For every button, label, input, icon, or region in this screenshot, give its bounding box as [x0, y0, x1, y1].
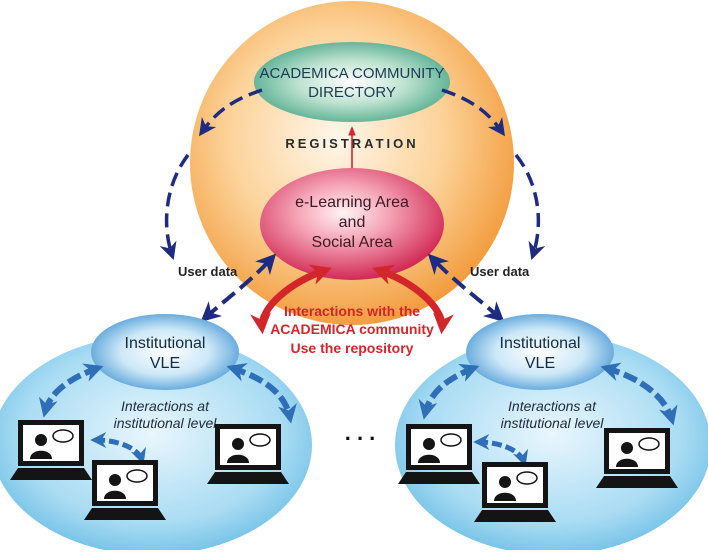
laptop-user-chat-icon — [84, 460, 166, 520]
left-vle-to-laptop3-arrow — [226, 363, 297, 424]
vle-left-line2: VLE — [150, 355, 180, 372]
laptop-user-chat-icon — [10, 420, 92, 480]
institutional-note-right-line1: Interactions at — [508, 398, 597, 414]
user-data-label-right: User data — [470, 264, 530, 279]
directory-label-line1: ACADEMICA COMMUNITY — [259, 65, 444, 82]
vle-right-line2: VLE — [525, 355, 555, 372]
institutional-note-right-line2: institutional level — [501, 415, 605, 431]
laptop-user-chat-icon — [398, 424, 480, 484]
registration-label: REGISTRATION — [285, 136, 418, 151]
community-interactions-line3: Use the repository — [291, 340, 414, 356]
community-interaction-arrow-left — [250, 264, 332, 335]
left-vle-to-laptop1-arrow — [38, 363, 104, 418]
vle-left-line1: Institutional — [125, 335, 206, 352]
community-interaction-arrow-right — [372, 264, 454, 335]
laptop-user-chat-icon — [474, 462, 556, 522]
area-label-line1: e-Learning Area — [295, 194, 409, 211]
right-vle-to-laptop3-arrow — [600, 362, 678, 426]
user-data-label-left: User data — [178, 264, 238, 279]
vle-node-left — [91, 314, 239, 390]
directory-to-right-arrow — [441, 88, 506, 137]
left-laptop1-to-laptop2-arrow — [90, 432, 147, 465]
community-interactions-line2: ACADEMICA community — [270, 321, 434, 337]
left-userdata-down-arrow — [159, 153, 190, 260]
directory-node — [254, 42, 450, 122]
right-vle-to-laptop1-arrow — [418, 363, 480, 420]
laptop-user-chat-icon — [207, 424, 289, 484]
area-label-line3: Social Area — [312, 234, 393, 251]
right-userdata-down-arrow — [514, 153, 546, 260]
vle-right-line1: Institutional — [500, 335, 581, 352]
institutional-note-left-line2: institutional level — [114, 415, 218, 431]
institutional-note-left-line1: Interactions at — [121, 398, 210, 414]
more-institutions-ellipsis: . . . — [345, 420, 376, 445]
directory-label-line2: DIRECTORY — [308, 84, 396, 101]
elearning-social-area — [260, 168, 444, 280]
vle-node-right — [466, 314, 614, 390]
community-interactions-line1: Interactions with the — [284, 303, 420, 319]
right-laptop1-to-laptop2-arrow — [473, 434, 529, 467]
directory-to-left-arrow — [198, 88, 263, 137]
area-label-line2: and — [339, 214, 366, 231]
laptop-user-chat-icon — [596, 428, 678, 488]
